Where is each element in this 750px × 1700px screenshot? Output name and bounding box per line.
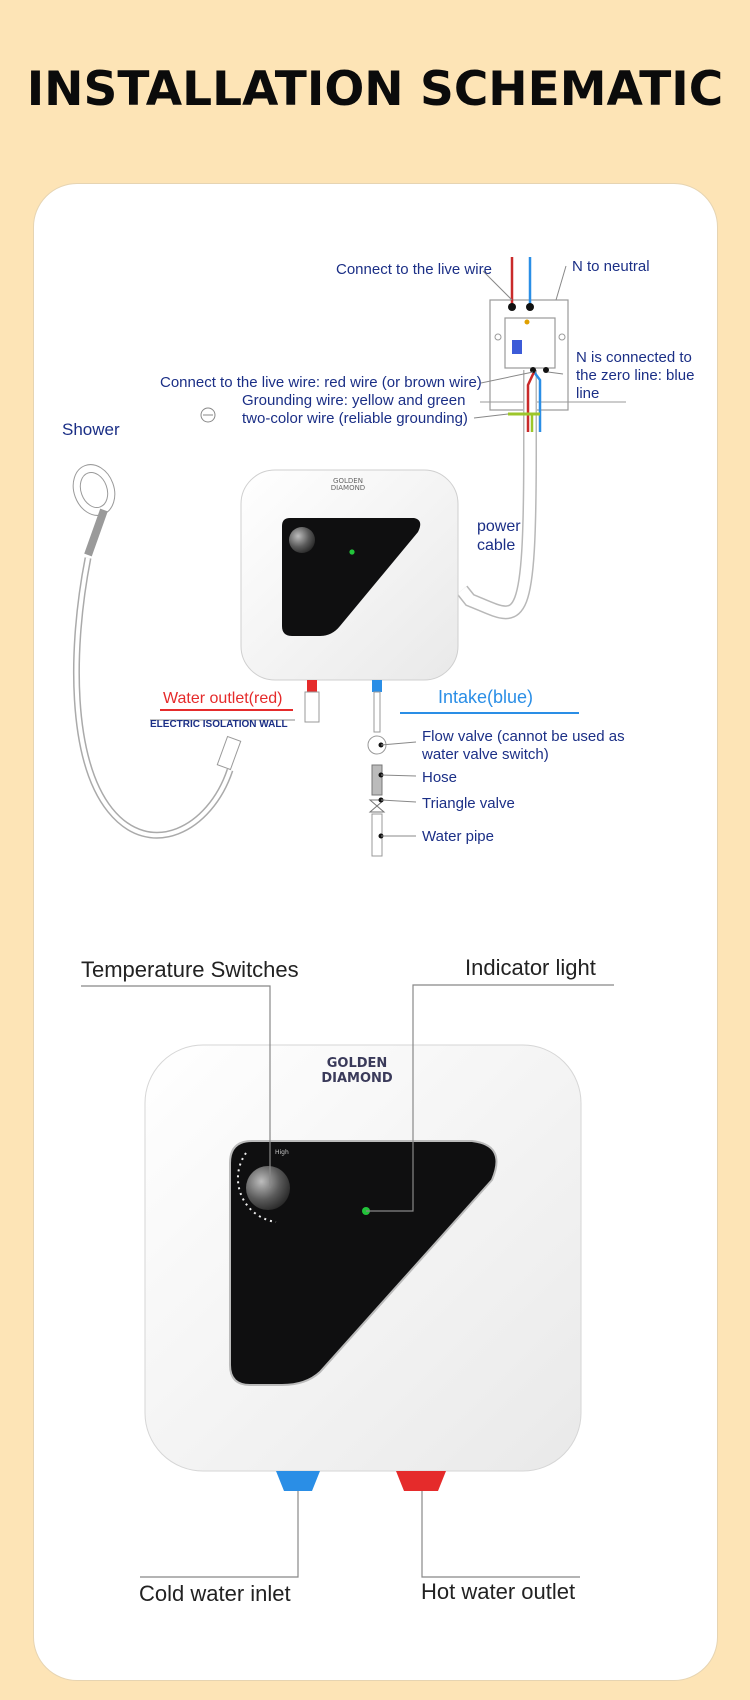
- ground-icon: [200, 407, 216, 423]
- intake-leaders: [150, 719, 417, 837]
- brand-line1-small: GOLDEN: [333, 477, 363, 485]
- power-cable: [456, 370, 542, 620]
- cold-inlet-pipe: [276, 1471, 320, 1491]
- label-shower: Shower: [62, 420, 120, 439]
- label-neutral-top: N to neutral: [572, 258, 650, 275]
- label-indicator-light: Indicator light: [465, 955, 596, 980]
- label-n-zero-1: N is connected to: [576, 349, 692, 366]
- supply-wires: [510, 257, 532, 306]
- temperature-knob[interactable]: [246, 1166, 290, 1210]
- label-grounding-1: Grounding wire: yellow and green: [242, 392, 466, 409]
- brand-line2-small: DIAMOND: [331, 484, 365, 492]
- page-title: INSTALLATION SCHEMATIC: [26, 62, 724, 117]
- temperature-knob-small: [289, 527, 315, 553]
- label-power-1: power: [477, 518, 521, 535]
- label-flow-valve-2: water valve switch): [422, 746, 549, 763]
- label-flow-valve-1: Flow valve (cannot be used as: [422, 728, 625, 745]
- blue-wire-terminal: [543, 367, 549, 373]
- label-triangle-valve: Triangle valve: [422, 795, 515, 812]
- hose-icon: [371, 764, 383, 796]
- shower-head-icon: [72, 464, 242, 839]
- label-cold-water-inlet: Cold water inlet: [139, 1581, 291, 1606]
- label-intake: Intake(blue): [438, 687, 534, 707]
- label-grounding-2: two-color wire (reliable grounding): [242, 410, 468, 427]
- label-power-2: cable: [477, 537, 516, 554]
- label-water-pipe: Water pipe: [422, 828, 494, 845]
- label-live-wire-red: Connect to the live wire: red wire (or b…: [160, 374, 482, 391]
- label-temperature-switches: Temperature Switches: [81, 957, 299, 982]
- label-live-wire-top: Connect to the live wire: [336, 261, 492, 278]
- label-n-zero-3: line: [576, 385, 600, 402]
- brand-line2: DIAMOND: [321, 1071, 393, 1086]
- label-isolation-wall: ELECTRIC ISOLATION WALL: [150, 719, 288, 730]
- label-hose: Hose: [422, 769, 458, 786]
- hot-outlet-pipe: [396, 1471, 446, 1491]
- label-n-zero-2: the zero line: blue: [576, 367, 695, 384]
- label-water-outlet: Water outlet(red): [163, 690, 283, 707]
- brand-line1: GOLDEN: [327, 1056, 388, 1071]
- product-leaders: [81, 984, 614, 1578]
- dial-high-label: High: [275, 1149, 289, 1156]
- indicator-light-small: [349, 549, 355, 555]
- live-terminal: [508, 303, 516, 311]
- red-wire-terminal: [530, 367, 536, 373]
- neutral-terminal: [526, 303, 534, 311]
- label-hot-water-outlet: Hot water outlet: [421, 1579, 576, 1604]
- water-heater-small: GOLDEN DIAMOND: [240, 469, 459, 857]
- schematic-leaders: [473, 265, 567, 419]
- water-heater-large: High GOLDEN DIAMOND: [144, 1044, 582, 1491]
